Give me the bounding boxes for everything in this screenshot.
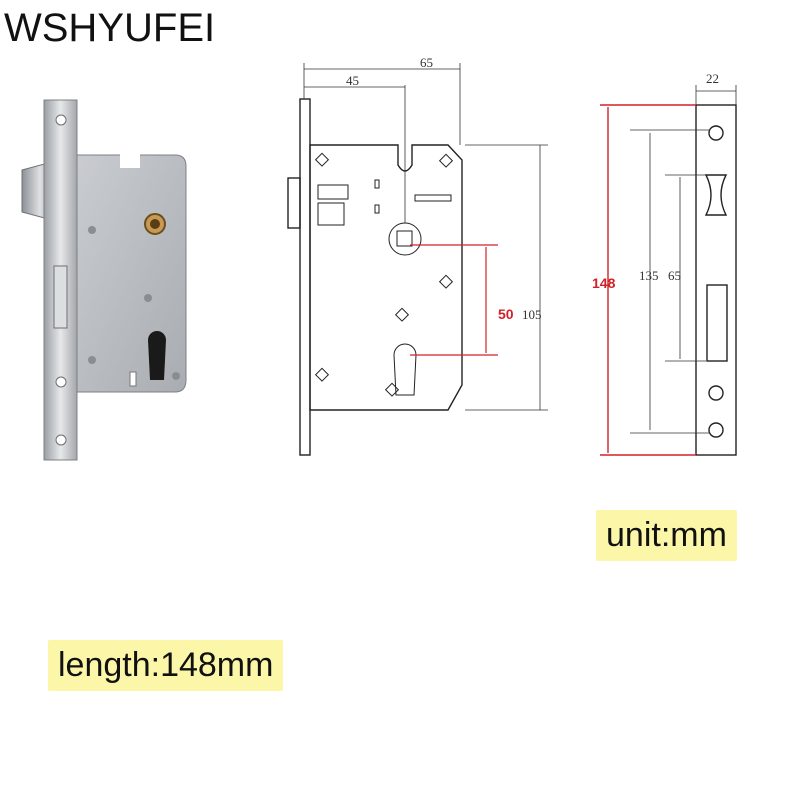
lock-product-photo (21, 99, 187, 461)
case-screw (88, 226, 96, 234)
unit-label: unit:mm (596, 510, 737, 561)
dimension-22: 22 (706, 71, 719, 86)
dimension-105: 105 (522, 307, 542, 322)
brand-watermark: WSHYUFEI (4, 6, 216, 50)
dimension-50: 50 (498, 306, 514, 322)
case-screw (144, 294, 152, 302)
case-screw (88, 356, 96, 364)
deadbolt-slot (53, 265, 68, 329)
dimension-135: 135 (639, 268, 659, 283)
case-screw (172, 372, 180, 380)
dimension-65-strike: 65 (668, 268, 681, 283)
dimension-65: 65 (420, 55, 433, 70)
lock-body-outline (287, 98, 463, 456)
dimension-148: 148 (592, 275, 616, 291)
dimension-45: 45 (346, 73, 359, 88)
faceplate-screw-hole (55, 114, 67, 126)
dimension-drawing: 65 45 105 50 22 135 65 148 (287, 55, 737, 456)
faceplate-screw-hole (55, 376, 67, 388)
length-label: length:148mm (48, 640, 284, 691)
faceplate-screw-hole (55, 434, 67, 446)
lock-body-features (314, 152, 454, 397)
faceplate-outline (695, 104, 737, 456)
cylinder-cutout (148, 331, 166, 380)
